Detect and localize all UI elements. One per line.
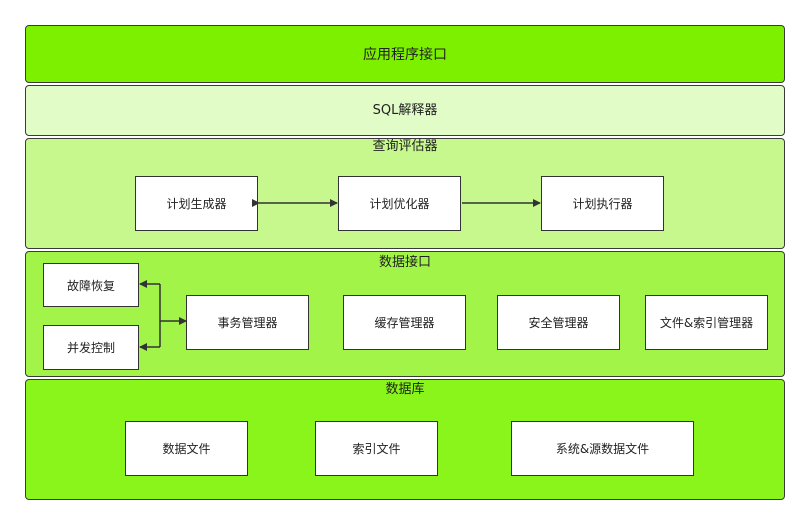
plan-optimizer-box: 计划优化器 bbox=[338, 176, 461, 231]
layer-title-application-interface: 应用程序接口 bbox=[363, 47, 447, 63]
concurrency-control-box: 并发控制 bbox=[43, 325, 139, 370]
plan-generator-box: 计划生成器 bbox=[135, 176, 258, 231]
file-index-manager-box: 文件&索引管理器 bbox=[645, 295, 768, 350]
data-file-box: 数据文件 bbox=[125, 421, 248, 476]
layer-title-query-evaluator: 查询评估器 bbox=[372, 139, 438, 154]
layer-application-interface: 应用程序接口 bbox=[25, 25, 785, 83]
buffer-manager-box: 缓存管理器 bbox=[343, 295, 466, 350]
layer-title-sql-interpreter: SQL解释器 bbox=[372, 103, 438, 118]
layer-title-database: 数据库 bbox=[385, 382, 425, 397]
index-file-box: 索引文件 bbox=[315, 421, 438, 476]
fault-recovery-box: 故障恢复 bbox=[43, 263, 139, 307]
layer-title-data-interface: 数据接口 bbox=[378, 255, 431, 270]
plan-executor-box: 计划执行器 bbox=[541, 176, 664, 231]
security-manager-box: 安全管理器 bbox=[497, 295, 620, 350]
layer-sql-interpreter: SQL解释器 bbox=[25, 85, 785, 136]
system-metadata-file-box: 系统&源数据文件 bbox=[511, 421, 694, 476]
transaction-manager-box: 事务管理器 bbox=[186, 295, 309, 350]
